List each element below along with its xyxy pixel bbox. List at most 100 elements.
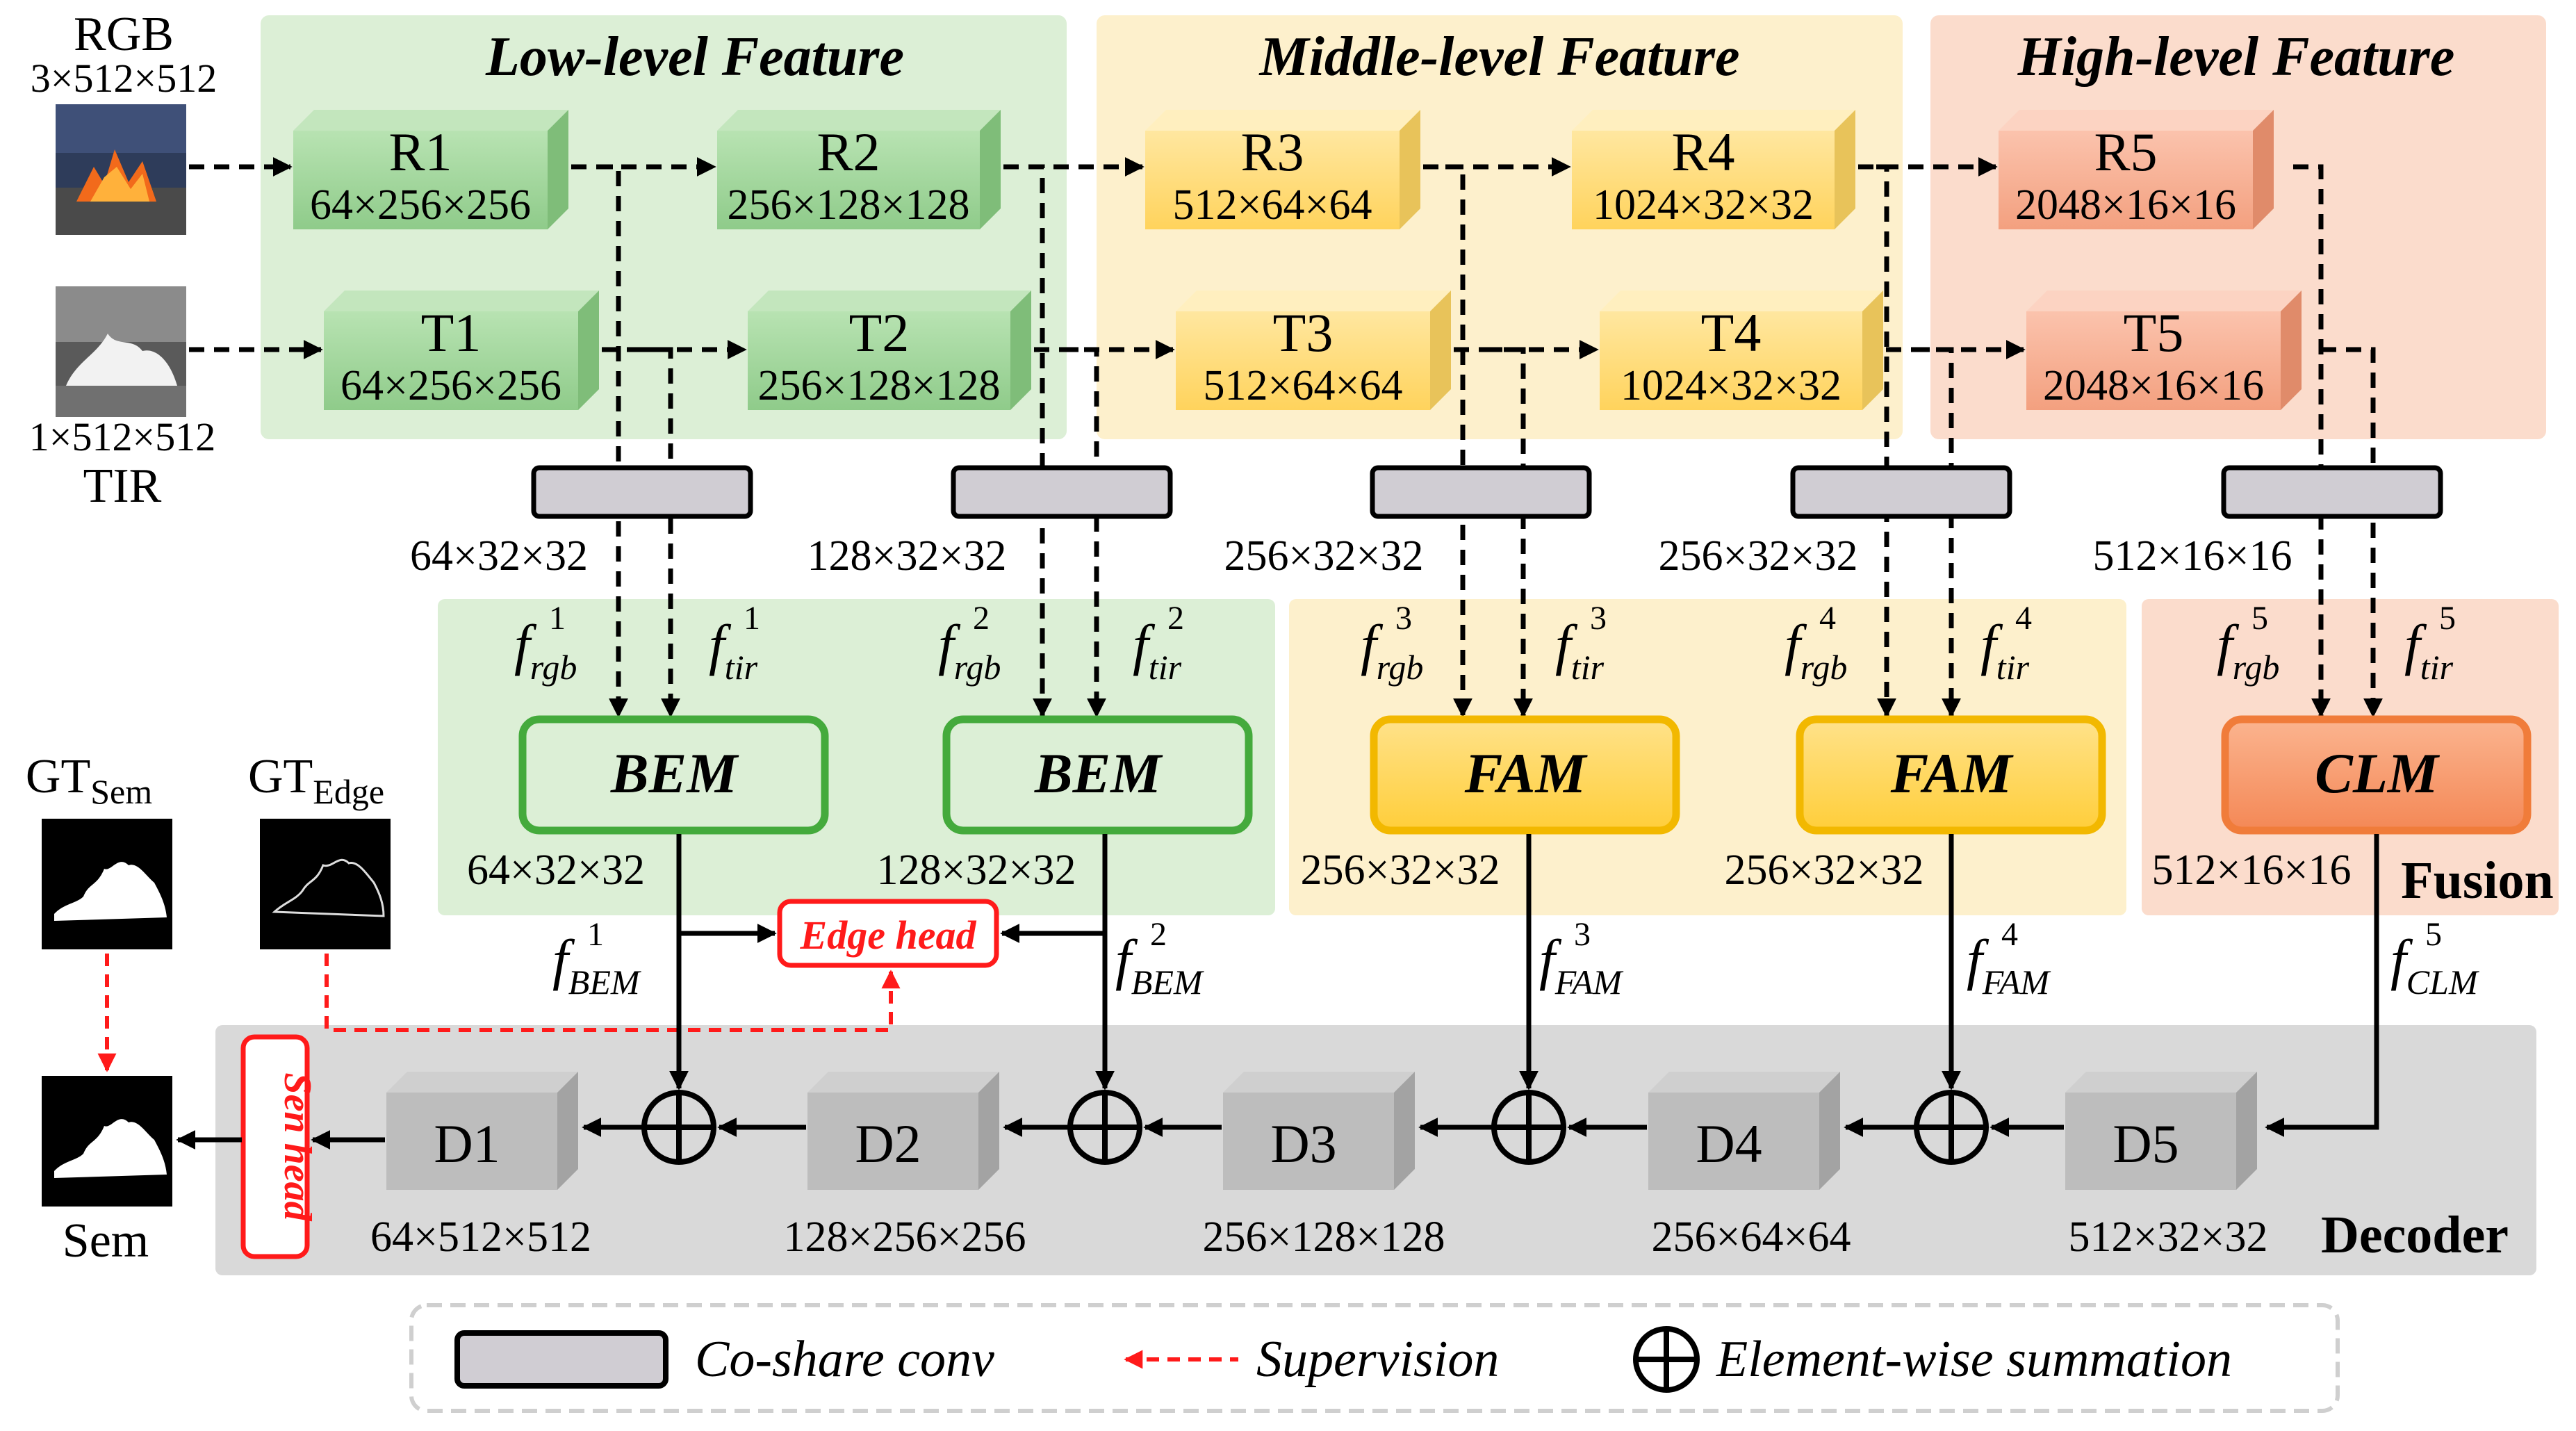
coshare-convs [531, 465, 2443, 519]
fusion-dim-2: 128×32×32 [877, 847, 1076, 894]
fusion-dim-5: 512×16×16 [2152, 847, 2352, 894]
gt-sem: GTSem [26, 750, 172, 949]
tir-input: 1×512×512 TIR [29, 286, 215, 513]
block-r5-name: R5 [2094, 122, 2157, 182]
f-fam-4-sup: 4 [2001, 916, 2018, 953]
coshare-conv-4 [1790, 465, 2012, 519]
decoder-d4-dim: 256×64×64 [1652, 1213, 1851, 1261]
clm-label: CLM [2315, 742, 2440, 805]
legend-coshare-label: Co-share conv [695, 1331, 994, 1388]
sum-node-1 [641, 1090, 716, 1165]
tir-image [56, 286, 186, 417]
fusion-module-bem-1: BEM [518, 715, 829, 835]
fusion-dim-3: 256×32×32 [1301, 847, 1500, 894]
edge-head-label: Edge head [800, 913, 977, 958]
f-rgb-5-sup: 5 [2251, 600, 2268, 637]
low-level-title: Low-level Feature [485, 26, 904, 88]
block-t3-dim: 512×64×64 [1204, 362, 1403, 409]
sum-node-3 [1491, 1090, 1566, 1165]
block-t1-dim: 64×256×256 [341, 362, 561, 409]
block-r3-name: R3 [1240, 122, 1304, 182]
block-r5-dim: 2048×16×16 [2015, 181, 2236, 229]
legend-summation-icon [1633, 1326, 1700, 1393]
coshare-conv-2 [951, 465, 1173, 519]
block-r1-dim: 64×256×256 [310, 181, 531, 229]
coshare-dim-4: 256×32×32 [1659, 532, 1858, 580]
decoder-d2-dim: 128×256×256 [784, 1213, 1026, 1261]
decoder-d5-name: D5 [2113, 1113, 2179, 1174]
gt-sem-image [42, 819, 172, 949]
gt-sem-label: GTSem [26, 750, 152, 811]
block-r1: R1 64×256×256 [293, 110, 568, 229]
block-r2-name: R2 [817, 122, 880, 182]
coshare-dim-5: 512×16×16 [2093, 532, 2292, 580]
block-t5-name: T5 [2124, 302, 2184, 363]
block-r5: R5 2048×16×16 [1999, 110, 2274, 229]
legend-supervision-label: Supervision [1256, 1331, 1499, 1388]
decoder-d5-dim: 512×32×32 [2069, 1213, 2268, 1261]
decoder-block-d5: D5 [2065, 1072, 2257, 1190]
middle-level-title: Middle-level Feature [1258, 26, 1740, 88]
block-t5: T5 2048×16×16 [2026, 291, 2302, 410]
sen-head: Sen head [240, 1034, 319, 1259]
block-r1-name: R1 [388, 122, 452, 182]
sen-head-label: Sen head [276, 1072, 319, 1221]
feature-labels: frgb 1 ftir 1 frgb 2 ftir 2 frgb 3 ftir … [514, 600, 2456, 687]
bem-2-label: BEM [1034, 742, 1163, 805]
block-t3-name: T3 [1273, 302, 1334, 363]
f-bem-2: fBEM [1115, 928, 1204, 1001]
block-r4: R4 1024×32×32 [1572, 110, 1855, 229]
block-r2-dim: 256×128×128 [728, 181, 970, 229]
supervision-arrows [97, 954, 901, 1072]
fusion-module-clm: CLM [2221, 715, 2532, 835]
rgb-input: RGB 3×512×512 [31, 8, 217, 235]
coshare-dim-3: 256×32×32 [1224, 532, 1424, 580]
decoder-d4-name: D4 [1696, 1113, 1762, 1174]
fusion-mid-region [1289, 599, 2126, 915]
rgb-label: RGB [74, 8, 174, 61]
coshare-dim-1: 64×32×32 [410, 532, 588, 580]
block-t4: T4 1024×32×32 [1600, 291, 1883, 410]
fusion-low-region [438, 599, 1275, 915]
block-t1-name: T1 [421, 302, 482, 363]
bem-1-label: BEM [610, 742, 739, 805]
coshare-conv-3 [1370, 465, 1592, 519]
rgb-dim: 3×512×512 [31, 56, 217, 101]
legend-frame [409, 1303, 2340, 1413]
f-fam-3-sup: 3 [1574, 916, 1591, 953]
decoder-block-d2: D2 [807, 1072, 999, 1190]
fusion-dim-4: 256×32×32 [1725, 847, 1924, 894]
f-tir-4-sup: 4 [2015, 600, 2032, 637]
output-sem-image [42, 1076, 172, 1207]
sum-node-2 [1067, 1090, 1142, 1165]
block-r4-dim: 1024×32×32 [1593, 181, 1814, 229]
block-t3: T3 512×64×64 [1176, 291, 1451, 410]
coshare-dim-2: 128×32×32 [807, 532, 1007, 580]
f-bem-1-sup: 1 [587, 916, 604, 953]
block-t4-dim: 1024×32×32 [1621, 362, 1841, 409]
coshare-conv-1 [531, 465, 753, 519]
block-t5-dim: 2048×16×16 [2043, 362, 2264, 409]
legend: Co-share conv Supervision Element-wise s… [409, 1303, 2340, 1413]
fusion-label: Fusion [2401, 851, 2554, 910]
block-t2: T2 256×128×128 [748, 291, 1031, 410]
f-fam-4: fFAM [1967, 928, 2051, 1001]
coshare-conv-5 [2221, 465, 2443, 519]
block-t4-name: T4 [1701, 302, 1762, 363]
f-tir-1-sup: 1 [744, 600, 760, 637]
high-level-title: High-level Feature [2017, 26, 2455, 88]
f-rgb-2-sup: 2 [973, 600, 990, 637]
decoder-arrows [176, 834, 2379, 1150]
edge-head: Edge head [777, 899, 999, 968]
fusion-dim-1: 64×32×32 [467, 847, 645, 894]
block-r3: R3 512×64×64 [1145, 110, 1420, 229]
decoder-d1-name: D1 [434, 1113, 500, 1174]
f-clm-5-sup: 5 [2425, 916, 2442, 953]
decoder-block-d1: D1 [386, 1072, 578, 1190]
decoder-d3-dim: 256×128×128 [1203, 1213, 1445, 1261]
block-r4-name: R4 [1671, 122, 1734, 182]
f-tir-3-sup: 3 [1590, 600, 1607, 637]
decoder-label: Decoder [2321, 1206, 2509, 1264]
f-rgb-1: frgb [514, 613, 577, 687]
